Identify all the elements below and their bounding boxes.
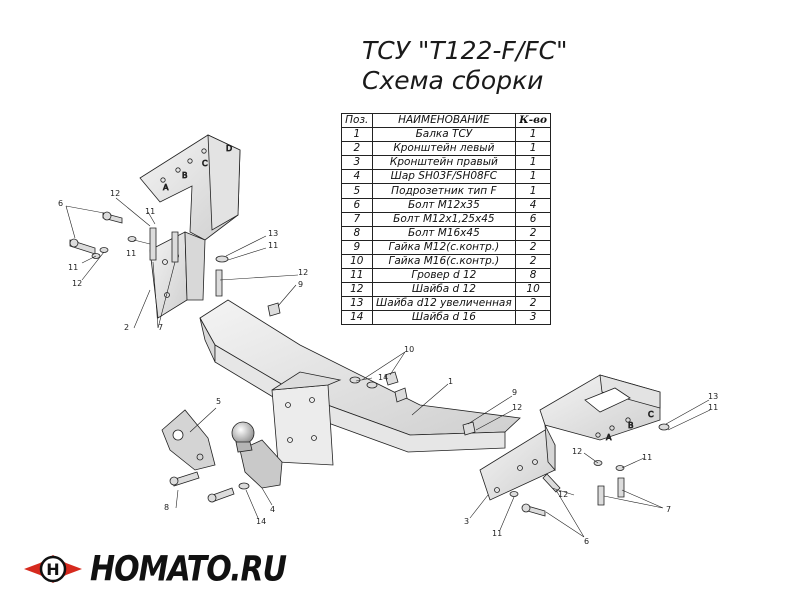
callout-12e: 12 xyxy=(572,447,582,456)
callout-11g: 11 xyxy=(492,529,502,538)
callout-5: 5 xyxy=(216,397,221,406)
cell-name: Шайба d12 увеличенная xyxy=(371,296,517,312)
callout-11c: 11 xyxy=(68,263,78,272)
header-position: Поз. xyxy=(341,112,373,129)
title-model: ТСУ "T122-F/FC" xyxy=(362,36,568,65)
callout-3: 3 xyxy=(464,517,469,526)
callout-12b: 12 xyxy=(72,279,82,288)
callout-11b: 11 xyxy=(126,249,136,258)
title-subtitle: Схема сборки xyxy=(362,66,544,95)
cell-position: 14 xyxy=(341,310,373,326)
cell-quantity: 1 xyxy=(515,183,551,199)
callout-14a: 14 xyxy=(378,373,388,382)
callout-1: 1 xyxy=(448,377,453,386)
callout-4: 4 xyxy=(270,505,275,514)
callout-12a: 12 xyxy=(110,189,120,198)
callout-14b: 14 xyxy=(256,517,266,526)
cell-name: Подрозетник тип F xyxy=(371,183,517,199)
callout-8: 8 xyxy=(164,503,169,512)
leader-lines xyxy=(65,197,711,538)
cell-name: Гайка М12(с.контр.) xyxy=(371,239,517,255)
right-bracket xyxy=(479,374,661,501)
callout-6a: 6 xyxy=(58,199,63,208)
cell-name: Гайка М16(с.контр.) xyxy=(371,253,517,270)
right-letter-b: B xyxy=(628,421,634,430)
left-letter-b: B xyxy=(182,171,188,180)
callout-numbers: 6 12 11 11 12 11 13 11 12 9 2 7 10 14 1 … xyxy=(58,189,718,546)
callout-12f: 12 xyxy=(558,490,568,499)
drawing-title: ТСУ "T122-F/FC" Схема сборки xyxy=(362,36,568,96)
hardware xyxy=(69,211,670,517)
callout-12c: 12 xyxy=(298,268,308,277)
callout-11f: 11 xyxy=(642,453,652,462)
logo-text: HOMATO.RU xyxy=(90,548,287,590)
callout-13b: 13 xyxy=(708,392,718,401)
cell-quantity: 3 xyxy=(515,310,551,326)
svg-text:Н: Н xyxy=(46,560,59,579)
callout-11a: 11 xyxy=(145,207,155,216)
callout-13a: 13 xyxy=(268,229,278,238)
homato-emblem-icon: Н xyxy=(24,555,82,583)
callout-7b: 7 xyxy=(666,505,671,514)
header-quantity: К-во xyxy=(515,112,551,129)
callout-9a: 9 xyxy=(298,280,303,289)
left-letter-d: D xyxy=(226,144,232,153)
left-letter-c: C xyxy=(202,159,208,168)
cell-name: Шайба d 16 xyxy=(371,310,517,326)
callout-11e: 11 xyxy=(708,403,718,412)
cell-name: Кронштейн левый xyxy=(371,141,517,157)
cell-position: 11 xyxy=(341,268,373,284)
homato-logo: Н HOMATO.RU xyxy=(22,546,287,592)
callout-7a: 7 xyxy=(158,323,163,332)
callout-12d: 12 xyxy=(512,403,522,412)
cell-name: Болт М12х35 xyxy=(371,197,517,213)
left-letter-a: A xyxy=(163,183,169,192)
header-name: НАИМЕНОВАНИЕ xyxy=(371,112,517,129)
right-letter-a: A xyxy=(606,433,612,442)
callout-6b: 6 xyxy=(584,537,589,546)
callout-10: 10 xyxy=(404,345,414,354)
socket-plate xyxy=(161,409,216,471)
tow-beam xyxy=(199,299,521,466)
callout-2: 2 xyxy=(124,323,129,332)
left-bracket xyxy=(139,134,241,319)
callout-11d: 11 xyxy=(268,241,278,250)
parts-table-header: Поз. НАИМЕНОВАНИЕ К-во xyxy=(341,112,551,129)
right-letter-c: C xyxy=(648,410,654,419)
callout-9b: 9 xyxy=(512,388,517,397)
tow-ball xyxy=(231,421,283,489)
cell-name: Шар SH03F/SH08FC xyxy=(371,169,517,185)
